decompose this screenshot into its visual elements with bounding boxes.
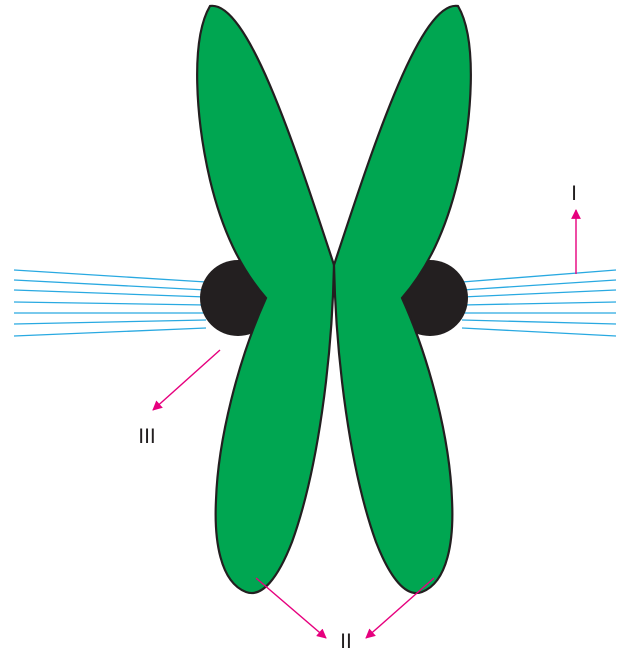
pointer-arrow-iii	[152, 349, 221, 411]
spindle-fiber	[13, 269, 207, 283]
pointer-arrow-ii-left	[255, 577, 327, 639]
spindle-fiber	[461, 301, 617, 306]
spindle-fiber	[13, 289, 207, 298]
spindle-fiber	[13, 319, 207, 325]
spindle-fiber	[461, 269, 617, 283]
spindle-fiber	[461, 289, 617, 298]
chromatid-left	[196, 4, 336, 595]
spindle-fiber	[13, 279, 207, 291]
pointer-arrow-ii-right	[365, 577, 435, 639]
spindle-fibers-right	[461, 269, 617, 337]
label-ii: II	[340, 630, 352, 653]
spindle-fiber	[461, 279, 617, 291]
spindle-fibers-left	[13, 269, 207, 337]
label-iii: III	[138, 425, 156, 448]
spindle-fiber	[461, 327, 617, 337]
chromatid-right	[332, 4, 472, 595]
spindle-fiber	[461, 319, 617, 325]
spindle-fiber	[13, 327, 207, 337]
label-i: I	[571, 182, 577, 205]
spindle-fiber	[13, 301, 207, 306]
